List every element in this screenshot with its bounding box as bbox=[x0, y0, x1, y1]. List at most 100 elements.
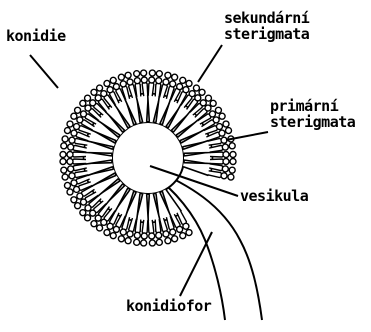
conidium bbox=[67, 121, 73, 127]
conidium bbox=[229, 143, 235, 149]
conidium bbox=[230, 152, 236, 158]
conidium bbox=[156, 78, 162, 84]
conidium bbox=[221, 173, 227, 179]
conidium bbox=[62, 174, 68, 180]
conidium bbox=[85, 105, 91, 111]
conidium bbox=[110, 233, 116, 239]
conidium bbox=[107, 223, 113, 229]
conidium bbox=[163, 79, 169, 85]
conidium bbox=[170, 81, 176, 87]
conidium bbox=[215, 107, 221, 113]
conidium bbox=[134, 232, 140, 238]
conidium bbox=[62, 136, 68, 142]
conidium bbox=[177, 226, 183, 232]
conidium bbox=[125, 72, 131, 78]
conidium bbox=[67, 159, 73, 165]
conidium bbox=[165, 238, 171, 244]
conidium bbox=[149, 240, 155, 246]
conidium bbox=[183, 87, 189, 93]
vesicle bbox=[112, 122, 184, 194]
secondary-sterigma bbox=[142, 82, 148, 96]
secondary-sterigma bbox=[208, 171, 222, 178]
conidium bbox=[75, 203, 81, 209]
conidium bbox=[113, 84, 119, 90]
conidium bbox=[101, 219, 107, 225]
conidium bbox=[91, 89, 97, 95]
label-conidia: konidie bbox=[6, 28, 66, 44]
label-primary-sterigmata-line1: primární bbox=[270, 98, 355, 114]
conidium bbox=[222, 166, 228, 172]
secondary-sterigma bbox=[72, 159, 86, 164]
conidium bbox=[219, 113, 225, 119]
conidium bbox=[80, 100, 86, 106]
conidium bbox=[110, 77, 116, 83]
secondary-sterigma bbox=[72, 152, 86, 157]
conidium bbox=[118, 236, 124, 242]
conidium bbox=[118, 74, 124, 80]
conidium bbox=[71, 113, 77, 119]
conidium bbox=[64, 182, 70, 188]
conidium bbox=[85, 205, 91, 211]
secondary-sterigma bbox=[148, 220, 154, 234]
conidium bbox=[141, 77, 147, 83]
conidium bbox=[71, 180, 77, 186]
conidium bbox=[189, 91, 195, 97]
conidium bbox=[74, 124, 80, 130]
conidium bbox=[205, 105, 211, 111]
conidium bbox=[75, 107, 81, 113]
label-vesicle: vesikula bbox=[240, 188, 308, 204]
conidium bbox=[230, 159, 236, 165]
conidium bbox=[69, 137, 75, 143]
conidium bbox=[149, 233, 155, 239]
conidium bbox=[81, 111, 87, 117]
conidium bbox=[186, 80, 192, 86]
conidium bbox=[60, 152, 66, 158]
conidium bbox=[90, 210, 96, 216]
conidium bbox=[223, 152, 229, 158]
label-secondary-sterigmata: sekundární sterigmata bbox=[224, 10, 309, 42]
conidium bbox=[156, 239, 162, 245]
conidium bbox=[67, 189, 73, 195]
secondary-sterigma bbox=[155, 219, 161, 233]
conidium bbox=[210, 100, 216, 106]
primary-sterigma bbox=[183, 163, 212, 176]
conidium bbox=[149, 77, 155, 83]
conidium bbox=[74, 186, 80, 192]
conidium bbox=[127, 231, 133, 237]
label-primary-sterigmata-line2: sterigmata bbox=[270, 114, 355, 130]
conidium bbox=[156, 232, 162, 238]
conidium bbox=[205, 95, 211, 101]
conidium bbox=[156, 71, 162, 77]
conidium bbox=[95, 215, 101, 221]
conidium bbox=[163, 231, 169, 237]
secondary-sterigma bbox=[135, 83, 141, 97]
conidium bbox=[195, 95, 201, 101]
leader-secondary-sterigmata bbox=[198, 45, 222, 82]
conidium bbox=[170, 229, 176, 235]
conidium bbox=[223, 121, 229, 127]
conidium bbox=[172, 74, 178, 80]
conidium bbox=[199, 89, 205, 95]
conidium bbox=[134, 78, 140, 84]
conidium bbox=[134, 239, 140, 245]
conidium bbox=[186, 230, 192, 236]
conidium bbox=[226, 128, 232, 134]
conidium bbox=[134, 71, 140, 77]
conidium bbox=[223, 159, 229, 165]
conidium bbox=[200, 100, 206, 106]
conidium bbox=[69, 173, 75, 179]
conidium bbox=[67, 152, 73, 158]
conidium bbox=[180, 77, 186, 83]
conidium bbox=[228, 174, 234, 180]
conidium bbox=[101, 91, 107, 97]
conidium bbox=[165, 72, 171, 78]
leader-conidiophore bbox=[180, 232, 212, 296]
secondary-sterigma bbox=[148, 82, 154, 96]
conidium bbox=[68, 144, 74, 150]
conidium bbox=[183, 223, 189, 229]
conidium bbox=[91, 221, 97, 227]
conidium bbox=[60, 159, 66, 165]
conidium bbox=[193, 85, 199, 91]
